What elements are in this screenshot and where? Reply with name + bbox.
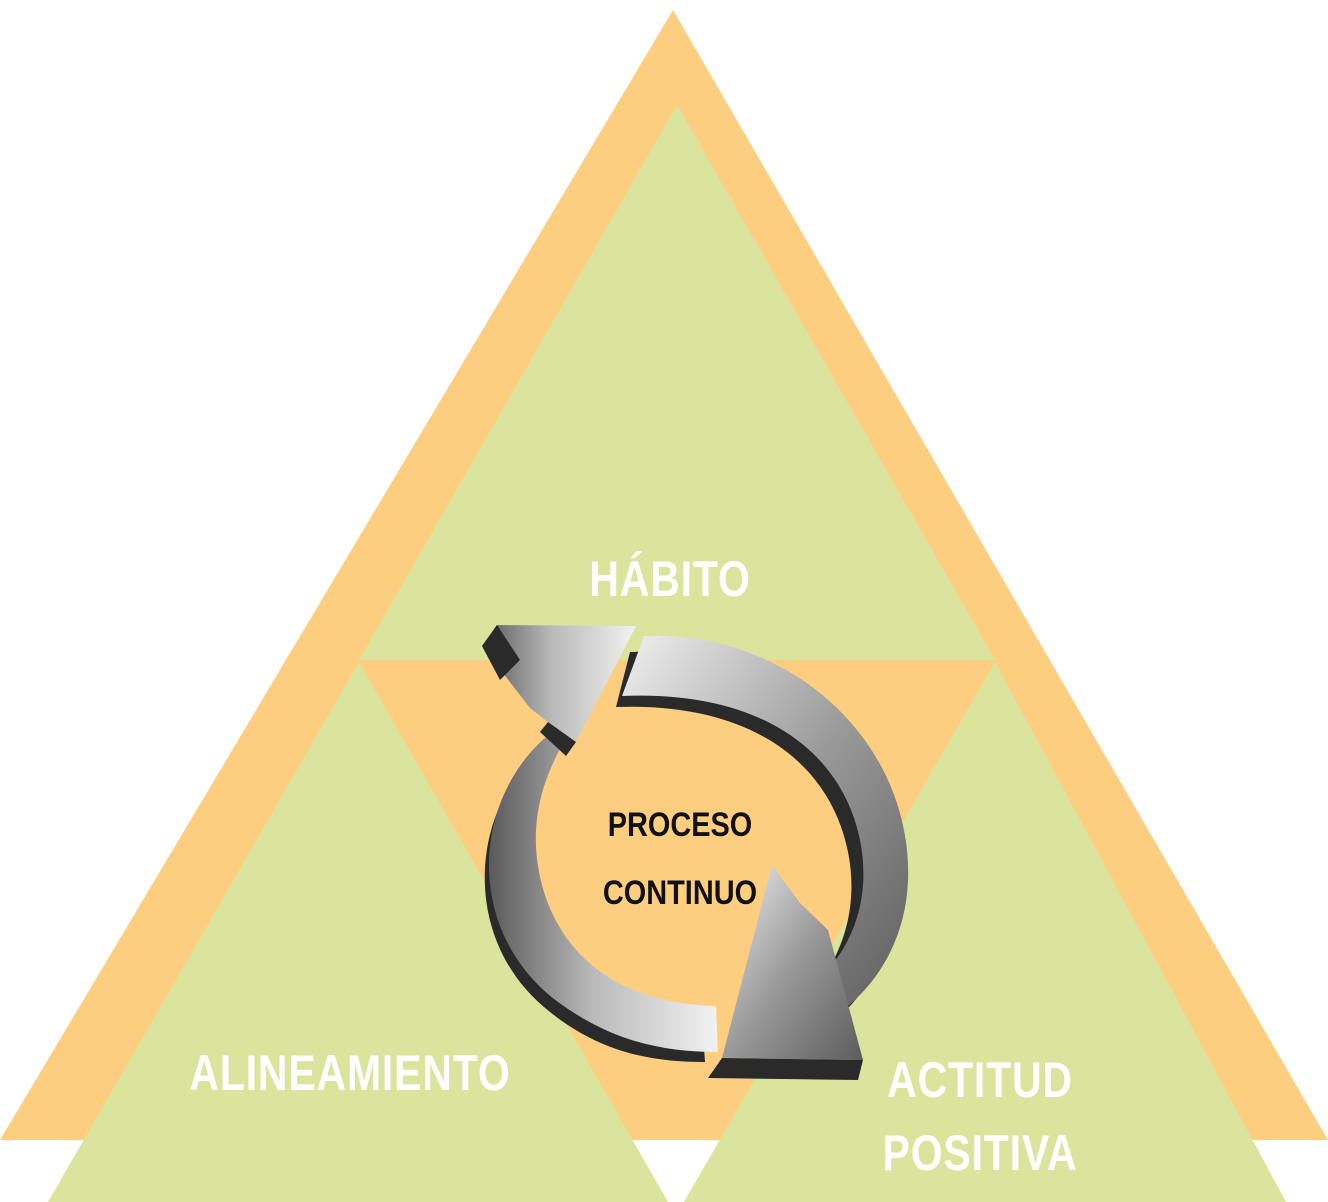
label-actitud-positiva: ACTITUD POSITIVA [869, 1044, 1090, 1190]
label-habito: HÁBITO [589, 551, 751, 607]
bottom-left-triangle [48, 662, 668, 1202]
bottom-arrowhead [722, 865, 863, 1060]
label-actitud-line2: POSITIVA [882, 1125, 1078, 1181]
circular-arrows-icon [482, 625, 909, 1080]
label-actitud-line1: ACTITUD [887, 1052, 1073, 1108]
center-text-line1: PROCESO [607, 806, 753, 844]
label-alineamiento: ALINEAMIENTO [189, 1045, 511, 1101]
center-text-line2: CONTINUO [602, 874, 758, 912]
top-arrowhead [482, 625, 636, 742]
top-triangle [359, 105, 995, 660]
